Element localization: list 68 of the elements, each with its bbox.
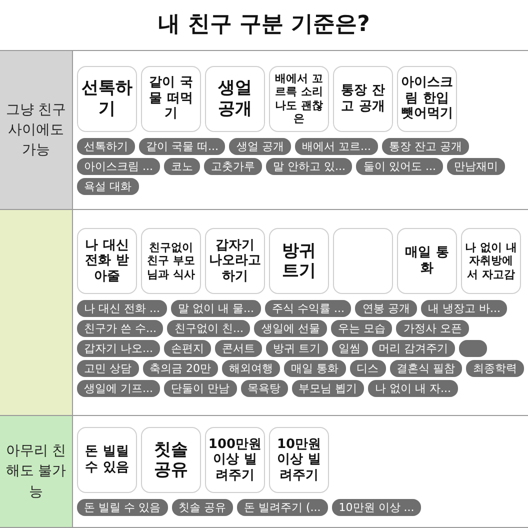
tag-pill: 생얼 공개 (229, 138, 291, 154)
tag-pill: 돈 빌릴 수 있음 (77, 499, 168, 516)
note-card: 돈 빌릴 수 있음 (77, 427, 137, 493)
board-row (0, 51, 528, 210)
note-card (333, 228, 393, 294)
note-card: 아이스크림 한입 뺏어먹기 (397, 66, 457, 132)
tag-pill: 10만원 이상 ... (332, 499, 422, 516)
tag-pill: 갑자기 나오... (77, 340, 160, 357)
tag-pill: 같이 국물 떠... (139, 138, 226, 154)
tag-pill: 일씸 (332, 340, 368, 357)
tag-pill: 둘이 있어도 ... (356, 158, 443, 174)
tag-pill: 말 안하고 있... (266, 158, 352, 174)
tag-pill: 친구가 쓴 수... (77, 320, 164, 337)
tag-pill: 가정사 오픈 (396, 320, 469, 337)
note-card: 배에서 꼬르륵 소리나도 괜찮은 (269, 66, 329, 132)
tag-pill: 배에서 꼬르... (294, 138, 378, 154)
tag-pill: 돈 빌려주기 (... (237, 499, 328, 516)
tag-pill: 결혼식 필참 (390, 360, 462, 377)
tag-pill: 머리 감겨주기 (372, 340, 455, 357)
board-row (0, 416, 528, 528)
tag-pill: 콘서트 (215, 340, 262, 357)
tag-pill: 방귀 트기 (266, 340, 328, 357)
tag-pill: 디스 (350, 360, 386, 377)
tag-pill: 연봉 공개 (355, 300, 417, 317)
tag-pill: 말 없이 내 물... (170, 300, 261, 317)
tag-pill: 해외여행 (222, 360, 280, 377)
title: 내 친구 구분 기준은? (158, 11, 370, 39)
tag-pill: 만남재미 (446, 158, 505, 174)
row-header: 아무리 친해도 불가능 (0, 416, 72, 527)
tag-pill: 코노 (164, 158, 200, 174)
tag-pill: 아이스크림 ... (77, 158, 160, 174)
tag-pill: 단둘이 만남 (164, 380, 236, 397)
note-card: 매일 통화 (397, 228, 457, 294)
tag-pill: 내 냉장고 바... (420, 300, 508, 317)
tag-pill: 매일 통화 (284, 360, 346, 377)
tag-pill: 나 없이 내 자... (368, 380, 458, 397)
tag-pill: 고춧가루 (204, 158, 262, 174)
note-card: 친구없이 친구 부모님과 식사 (141, 228, 201, 294)
tag-pill: 목욕탕 (240, 380, 288, 397)
note-card: 나 대신 전화 받아줄 (77, 228, 137, 294)
tag-pill: 우는 모습 (330, 320, 392, 337)
tag-pill: 고민 상담 (77, 360, 138, 377)
tag-pill: 생일에 기프... (77, 380, 160, 397)
tag-pill: 칫솔 공유 (172, 499, 233, 516)
note-card: 나 없이 내 자취방에서 자고감 (461, 228, 521, 294)
tag-pill (459, 340, 487, 357)
note-card: 100만원 이상 빌려주기 (205, 427, 265, 493)
note-card: 10만원 이상 빌려주기 (269, 427, 329, 493)
row-header: 그냥 친구 사이에도 가능 (0, 51, 72, 209)
tag-pill: 최종학력 (466, 360, 524, 377)
tag-pill: 부모님 뵙기 (292, 380, 364, 397)
tag-pill: 주식 수익률 ... (264, 300, 352, 317)
tag-pill: 손편지 (164, 340, 211, 357)
note-card: 갑자기 나오라고 하기 (205, 228, 265, 294)
tag-pill: 친구없이 친... (167, 320, 250, 337)
note-card: 통장 잔고 공개 (333, 66, 393, 132)
note-card: 같이 국물 떠먹기 (141, 66, 201, 132)
note-card: 선톡하기 (77, 66, 137, 132)
note-card: 생얼 공개 (205, 66, 265, 132)
note-card: 방귀 트기 (269, 228, 329, 294)
tag-pill: 통장 잔고 공개 (382, 138, 469, 154)
tag-pill: 선톡하기 (77, 138, 135, 154)
board-row (0, 210, 528, 416)
tag-pill: 생일에 선물 (254, 320, 327, 337)
tag-pill: 축의금 20만 (142, 360, 218, 377)
tag-pill: 나 대신 전화 ... (77, 300, 167, 317)
tag-pill: 욕설 대화 (77, 178, 138, 194)
note-card: 칫솔 공유 (141, 427, 201, 493)
